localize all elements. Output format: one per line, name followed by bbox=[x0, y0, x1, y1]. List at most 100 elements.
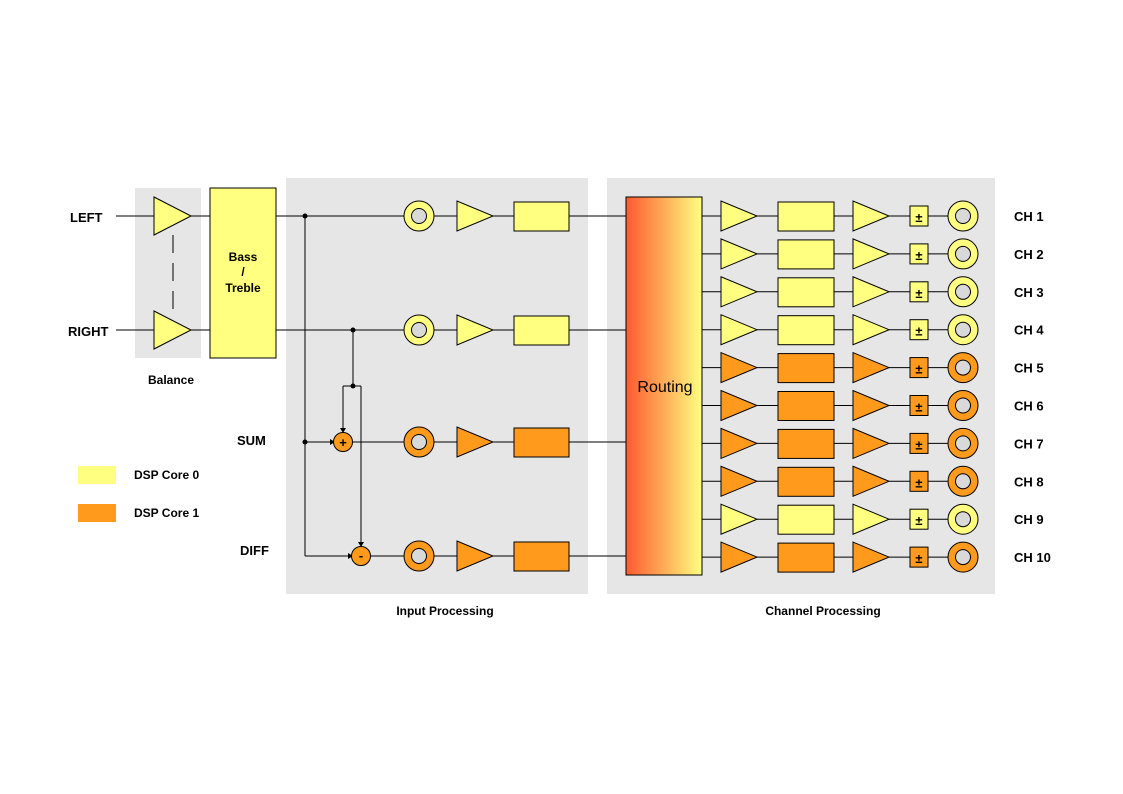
routing-label: Routing bbox=[637, 379, 692, 396]
channel-filter-block bbox=[777, 239, 835, 270]
output-knob-center bbox=[955, 511, 971, 528]
channel-amp-icon bbox=[720, 276, 759, 308]
junction-split bbox=[350, 383, 356, 389]
channel-path-4: ± CH 4 bbox=[702, 313, 1044, 346]
sum-operator-label: + bbox=[339, 435, 347, 450]
input-path-left bbox=[403, 200, 626, 232]
arrow-left-to-diff bbox=[348, 553, 353, 559]
channel-label: CH 10 bbox=[1014, 550, 1051, 565]
polarity-box bbox=[909, 319, 929, 341]
diff-operator bbox=[351, 546, 371, 566]
output-knob-center bbox=[955, 283, 971, 300]
polarity-icon: ± bbox=[915, 248, 922, 263]
input-label-sum: SUM bbox=[237, 433, 266, 448]
channel-output-amp-icon bbox=[852, 313, 891, 346]
filter-block bbox=[513, 427, 570, 458]
channel-label: CH 4 bbox=[1014, 323, 1044, 338]
channel-filter-block bbox=[777, 277, 835, 308]
channel-path-7: ±CH 7 bbox=[702, 427, 1044, 460]
channel-label: CH 5 bbox=[1014, 361, 1044, 376]
channel-filter-block bbox=[777, 504, 835, 535]
polarity-icon: ± bbox=[915, 475, 922, 490]
arrow-left-to-sum bbox=[330, 439, 335, 445]
channel-path-6: ± CH 6 bbox=[702, 389, 1044, 422]
output-knob-center bbox=[955, 359, 971, 376]
junction-right bbox=[350, 327, 356, 333]
input-paths bbox=[403, 200, 626, 572]
polarity-box bbox=[909, 357, 929, 379]
gain-amp-icon bbox=[456, 200, 495, 232]
polarity-box bbox=[909, 205, 929, 227]
channel-amp-icon bbox=[720, 541, 759, 573]
input-label-left: LEFT bbox=[70, 210, 103, 225]
slash-label: / bbox=[241, 265, 245, 279]
input-label-right: RIGHT bbox=[68, 324, 109, 339]
polarity-icon: ± bbox=[915, 551, 922, 566]
output-knob-center bbox=[955, 245, 971, 262]
channel-path-1: ±CH 1 bbox=[702, 200, 1044, 232]
output-knob-center bbox=[955, 549, 971, 566]
channel-label: CH 6 bbox=[1014, 399, 1044, 414]
channel-output-amp-icon bbox=[852, 238, 891, 270]
channel-filter-block bbox=[777, 428, 835, 459]
gain-amp-icon bbox=[456, 540, 495, 572]
polarity-icon: ± bbox=[915, 400, 922, 415]
legend-swatch bbox=[78, 504, 116, 522]
channel-amp-icon bbox=[720, 465, 759, 498]
polarity-box bbox=[909, 281, 929, 303]
channel-output-amp-icon bbox=[852, 351, 891, 384]
channel-path-2: ± CH 2 bbox=[702, 238, 1044, 270]
gain-amp-icon bbox=[456, 314, 495, 346]
polarity-icon: ± bbox=[915, 513, 922, 528]
legend: DSP Core 0 DSP Core 1 bbox=[78, 466, 199, 522]
channel-output-amp-icon bbox=[852, 389, 891, 422]
channel-label: CH 8 bbox=[1014, 474, 1044, 489]
channel-path-9: ±CH 9 bbox=[702, 503, 1044, 535]
routing-block bbox=[625, 196, 703, 576]
channel-amp-icon bbox=[720, 427, 759, 460]
channel-processing-label: Channel Processing bbox=[765, 604, 880, 618]
filter-block bbox=[513, 315, 570, 346]
channel-path-8: ± CH 8 bbox=[702, 465, 1044, 498]
channel-filter-block bbox=[777, 391, 835, 421]
channel-amp-icon bbox=[720, 503, 759, 535]
channel-filter-block bbox=[777, 542, 835, 573]
channel-amp-icon bbox=[720, 200, 759, 232]
diff-operator-label: - bbox=[359, 548, 363, 563]
level-knob-center bbox=[411, 434, 427, 450]
level-knob-center bbox=[411, 322, 427, 338]
arrow-to-sum bbox=[340, 428, 346, 433]
polarity-icon: ± bbox=[915, 437, 922, 452]
legend-item-2: DSP Core 1 bbox=[78, 504, 199, 522]
output-knob-center bbox=[955, 208, 971, 224]
junction-left bbox=[302, 213, 308, 219]
channel-label: CH 1 bbox=[1014, 209, 1044, 224]
level-knob-center bbox=[411, 208, 427, 224]
output-knob-center bbox=[955, 397, 971, 414]
polarity-box bbox=[909, 432, 929, 454]
input-processing-label: Input Processing bbox=[396, 604, 493, 618]
output-knob-center bbox=[955, 321, 971, 338]
channel-filter-block bbox=[777, 466, 835, 497]
channel-paths: ±CH 1±CH 2±CH 3±CH 4±CH 5±CH 6±CH 7±CH 8… bbox=[702, 200, 1051, 573]
channel-filter-block bbox=[777, 201, 835, 232]
channel-output-amp-icon bbox=[852, 465, 891, 498]
channel-amp-icon bbox=[720, 351, 759, 384]
polarity-icon: ± bbox=[915, 324, 922, 339]
polarity-icon: ± bbox=[915, 286, 922, 301]
output-knob-center bbox=[955, 473, 971, 490]
polarity-box bbox=[909, 470, 929, 492]
channel-filter-block bbox=[777, 353, 835, 384]
balance-label: Balance bbox=[148, 373, 194, 387]
treble-label: Treble bbox=[225, 281, 261, 295]
input-path-sum bbox=[403, 426, 626, 458]
channel-path-3: ±CH 3 bbox=[702, 276, 1044, 308]
channel-output-amp-icon bbox=[852, 427, 891, 460]
channel-label: CH 2 bbox=[1014, 247, 1044, 262]
legend-label: DSP Core 0 bbox=[134, 468, 199, 482]
polarity-box bbox=[909, 395, 929, 416]
sum-operator bbox=[333, 432, 353, 452]
legend-label: DSP Core 1 bbox=[134, 506, 199, 520]
filter-block bbox=[513, 541, 570, 572]
channel-filter-block bbox=[777, 315, 835, 346]
